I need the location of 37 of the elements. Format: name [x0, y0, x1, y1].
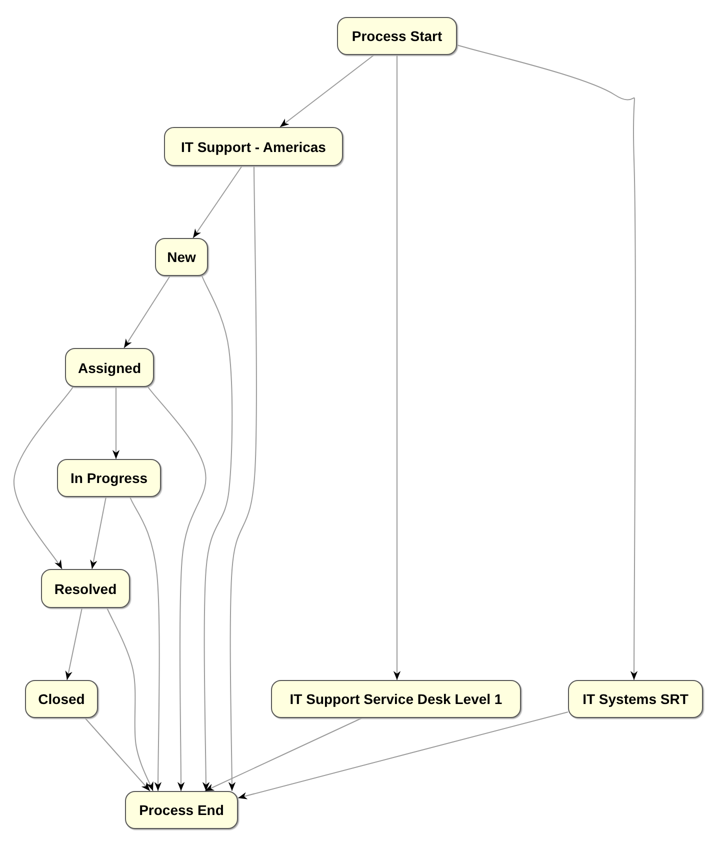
rounded-box — [65, 348, 154, 387]
rounded-box — [271, 680, 521, 718]
node-label: Process Start — [352, 28, 442, 44]
arrow — [65, 608, 82, 680]
rounded-box — [155, 238, 208, 276]
arrow — [192, 166, 242, 238]
arrow — [202, 276, 233, 792]
rounded-box — [125, 791, 238, 829]
node-label: Closed — [38, 691, 85, 707]
arrow — [112, 386, 120, 460]
rounded-box — [57, 459, 161, 497]
arrow — [393, 54, 401, 680]
arrow — [130, 496, 162, 792]
rounded-box — [337, 17, 457, 55]
node-label: IT Support - Americas — [181, 138, 326, 154]
node-label: New — [167, 249, 196, 265]
arrow — [228, 166, 257, 792]
node-label: IT Systems SRT — [582, 691, 688, 707]
arrow — [106, 608, 154, 792]
arrow — [204, 718, 362, 792]
arrow — [238, 712, 568, 800]
arrow — [456, 44, 638, 680]
arrow — [14, 386, 74, 570]
node-label: Resolved — [54, 580, 117, 596]
node-label: IT Support Service Desk Level 1 — [290, 691, 502, 707]
arrow — [280, 54, 374, 128]
node-label: Assigned — [78, 360, 141, 376]
arrow — [148, 386, 206, 792]
rounded-box — [25, 680, 98, 718]
arrow — [90, 496, 106, 570]
node-label: Process End — [139, 802, 224, 818]
node-label: In Progress — [70, 470, 148, 486]
rounded-box — [41, 569, 130, 608]
arrow — [124, 276, 170, 348]
arrow — [84, 718, 150, 792]
rounded-box — [164, 127, 343, 166]
rounded-box — [568, 680, 703, 718]
